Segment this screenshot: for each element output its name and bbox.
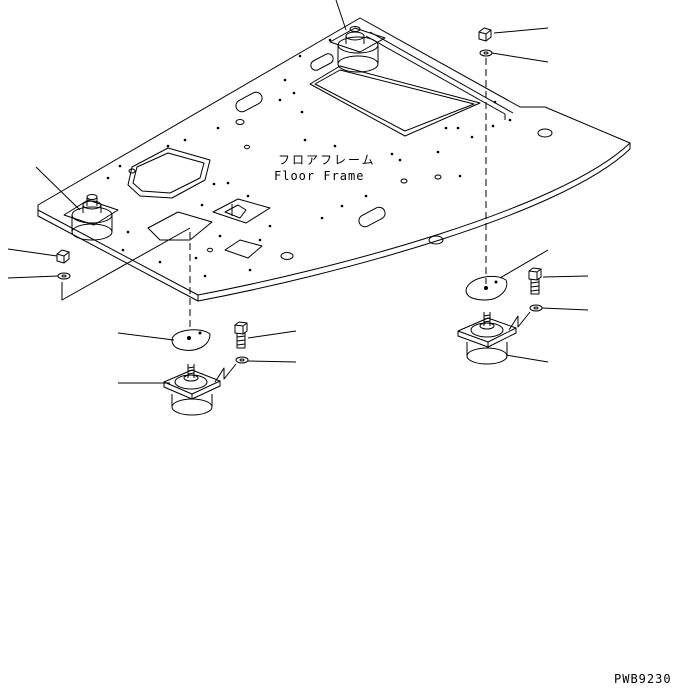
- engine-mount-left: [164, 364, 220, 415]
- bolt-left: [235, 322, 247, 348]
- mount-on-plate-rear: [330, 27, 385, 73]
- bracket-line-left: [62, 228, 190, 300]
- nut-left: [57, 250, 69, 263]
- bolt-right: [529, 268, 541, 294]
- plate-openings: [128, 52, 552, 260]
- drawing-code: PWB9230: [614, 672, 672, 686]
- diagram-title-en: Floor Frame: [274, 169, 365, 183]
- mount-on-plate-left: [64, 195, 118, 241]
- plate-right: [466, 276, 507, 300]
- plate-left: [172, 330, 210, 351]
- washer-left: [58, 273, 70, 279]
- zigzag-right: [509, 312, 530, 330]
- washer-right-top: [480, 50, 492, 56]
- plate-small-holes: [106, 38, 512, 278]
- leader-lines: [8, 0, 588, 383]
- zigzag-left: [215, 364, 236, 382]
- floor-plate: [38, 18, 630, 301]
- washer-right: [530, 305, 542, 311]
- nut-right-top: [479, 28, 491, 41]
- diagram-title-jp: フロアフレーム: [278, 153, 376, 167]
- washer-left-lower: [236, 357, 248, 363]
- engine-mount-right: [458, 312, 516, 364]
